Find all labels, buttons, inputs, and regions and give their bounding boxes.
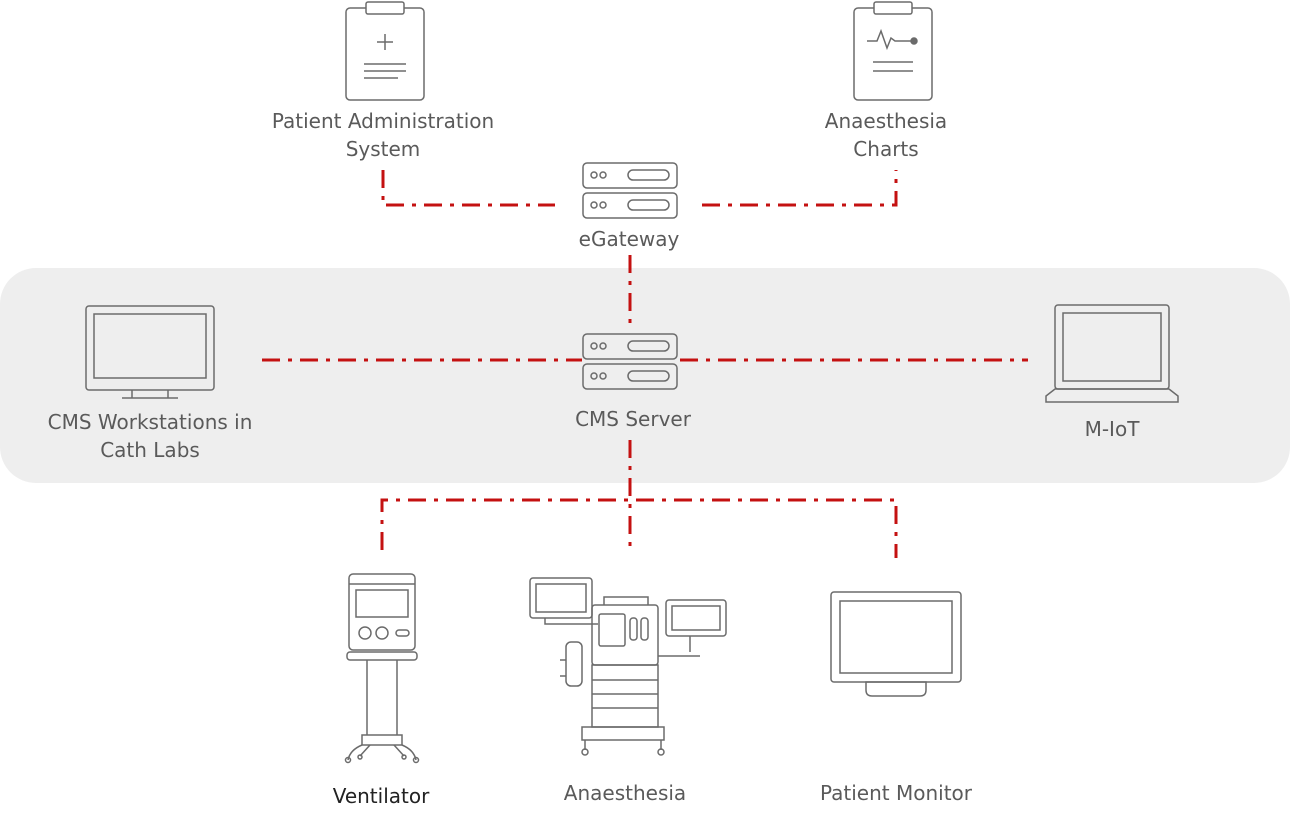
label-line: Cath Labs [100,438,200,462]
label-line: Patient Administration [271,109,495,133]
node-label-egateway: eGateway [578,227,680,251]
server-icon [582,162,678,219]
monitor-icon [85,305,215,399]
node-label-patient-administration-system: Patient Administration System [272,107,494,163]
node-label-m-iot: M-IoT [1084,417,1140,441]
node-label-ventilator: Ventilator [332,784,430,808]
link-pas-egateway [381,170,555,207]
clipboard-ecg-icon [853,1,933,101]
label-line: Anaesthesia [824,109,948,133]
label-line: Charts [853,137,919,161]
node-label-cms-workstations: CMS Workstations in Cath Labs [48,408,253,464]
clipboard-plus-icon [345,1,425,101]
node-label-anaesthesia: Anaesthesia [563,781,687,805]
server-icon [582,333,678,390]
link-egateway-charts [702,170,898,207]
anaesthesia-machine-icon [529,577,727,756]
ventilator-icon [344,573,420,764]
node-label-cms-server: CMS Server [575,407,691,431]
link-bus-ventilator [380,498,898,558]
label-line: System [345,137,421,161]
node-label-patient-monitor: Patient Monitor [819,781,973,805]
patient-monitor-icon [830,591,962,697]
node-label-anaesthesia-charts: Anaesthesia Charts [825,107,947,163]
label-line: CMS Workstations in [47,410,253,434]
laptop-icon [1045,304,1179,403]
